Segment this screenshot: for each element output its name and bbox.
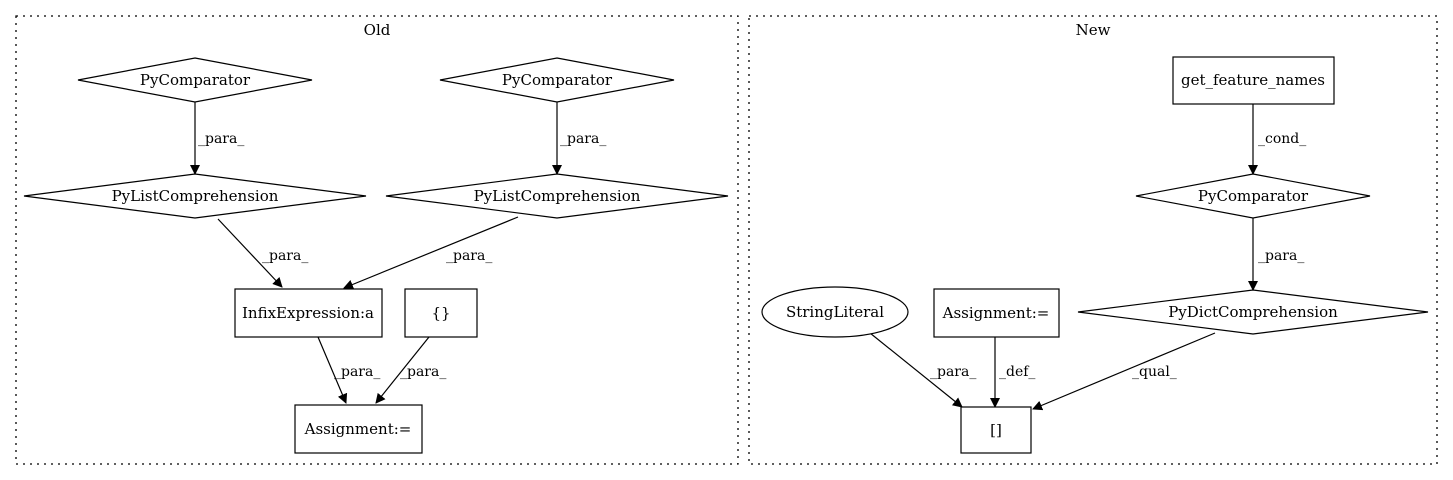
- edge-new-dict-to-index: _qual_: [1032, 332, 1216, 411]
- node-label: StringLiteral: [786, 303, 884, 321]
- node-label: PyListComprehension: [474, 187, 641, 205]
- node-label: []: [990, 421, 1002, 439]
- node-old-assignment: Assignment:=: [294, 404, 423, 454]
- node-new-pydictcomprehension: PyDictComprehension: [1077, 289, 1429, 335]
- node-old-pycomparator-right: PyComparator: [439, 57, 675, 103]
- node-label: InfixExpression:a: [242, 304, 374, 322]
- node-new-index-brackets: []: [960, 406, 1032, 454]
- node-label: Assignment:=: [942, 304, 1050, 322]
- edge-label: _cond_: [1258, 131, 1306, 147]
- node-old-infixexpression: InfixExpression:a: [234, 288, 383, 338]
- edge-new-string-to-index: _para_: [869, 332, 976, 408]
- node-new-pycomparator: PyComparator: [1135, 173, 1371, 219]
- node-label: PyComparator: [1198, 187, 1309, 205]
- edge-old-infix-to-assignment: _para_: [317, 336, 380, 404]
- edge-label: _para_: [262, 248, 308, 264]
- edge-label: _para_: [334, 364, 380, 380]
- edge-label: _para_: [400, 364, 446, 380]
- node-label: PyDictComprehension: [1168, 303, 1338, 321]
- node-label: PyComparator: [140, 71, 251, 89]
- node-label: Assignment:=: [304, 420, 412, 438]
- edge-label: _para_: [198, 131, 244, 147]
- edge-old-comparator2-to-list2: _para_: [552, 102, 606, 175]
- node-old-pylistcomprehension-right: PyListComprehension: [385, 173, 729, 219]
- node-old-pylistcomprehension-left: PyListComprehension: [23, 173, 367, 219]
- cluster-new-label: New: [1076, 21, 1111, 39]
- edge-label: _para_: [446, 248, 492, 264]
- edge-new-comparator-to-dict: _para_: [1248, 218, 1304, 291]
- node-label: PyListComprehension: [112, 187, 279, 205]
- edge-old-list1-to-infix: _para_: [217, 218, 308, 288]
- edge-label: _qual_: [1132, 364, 1177, 380]
- node-new-assignment: Assignment:=: [933, 288, 1060, 338]
- edge-old-list2-to-infix: _para_: [343, 216, 519, 290]
- edge-old-braces-to-assignment: _para_: [375, 336, 446, 404]
- node-label: {}: [431, 304, 450, 322]
- node-new-stringliteral: StringLiteral: [761, 286, 909, 338]
- edge-label: _para_: [1258, 248, 1304, 264]
- node-old-pycomparator-left: PyComparator: [77, 57, 313, 103]
- edge-new-assignment-to-index: _def_: [990, 337, 1035, 408]
- cluster-old-label: Old: [364, 21, 391, 39]
- node-label: get_feature_names: [1181, 71, 1325, 89]
- cluster-new: New: [748, 15, 1438, 465]
- edge-label: _para_: [560, 131, 606, 147]
- node-new-get-feature-names: get_feature_names: [1172, 56, 1335, 105]
- node-old-braces: {}: [404, 288, 478, 338]
- edge-old-comparator1-to-list1: _para_: [190, 102, 244, 175]
- edge-new-getfeature-to-comparator: _cond_: [1248, 104, 1306, 175]
- cluster-old: Old: [15, 15, 739, 465]
- node-label: PyComparator: [502, 71, 613, 89]
- edge-label: _para_: [930, 364, 976, 380]
- edge-label: _def_: [999, 364, 1035, 380]
